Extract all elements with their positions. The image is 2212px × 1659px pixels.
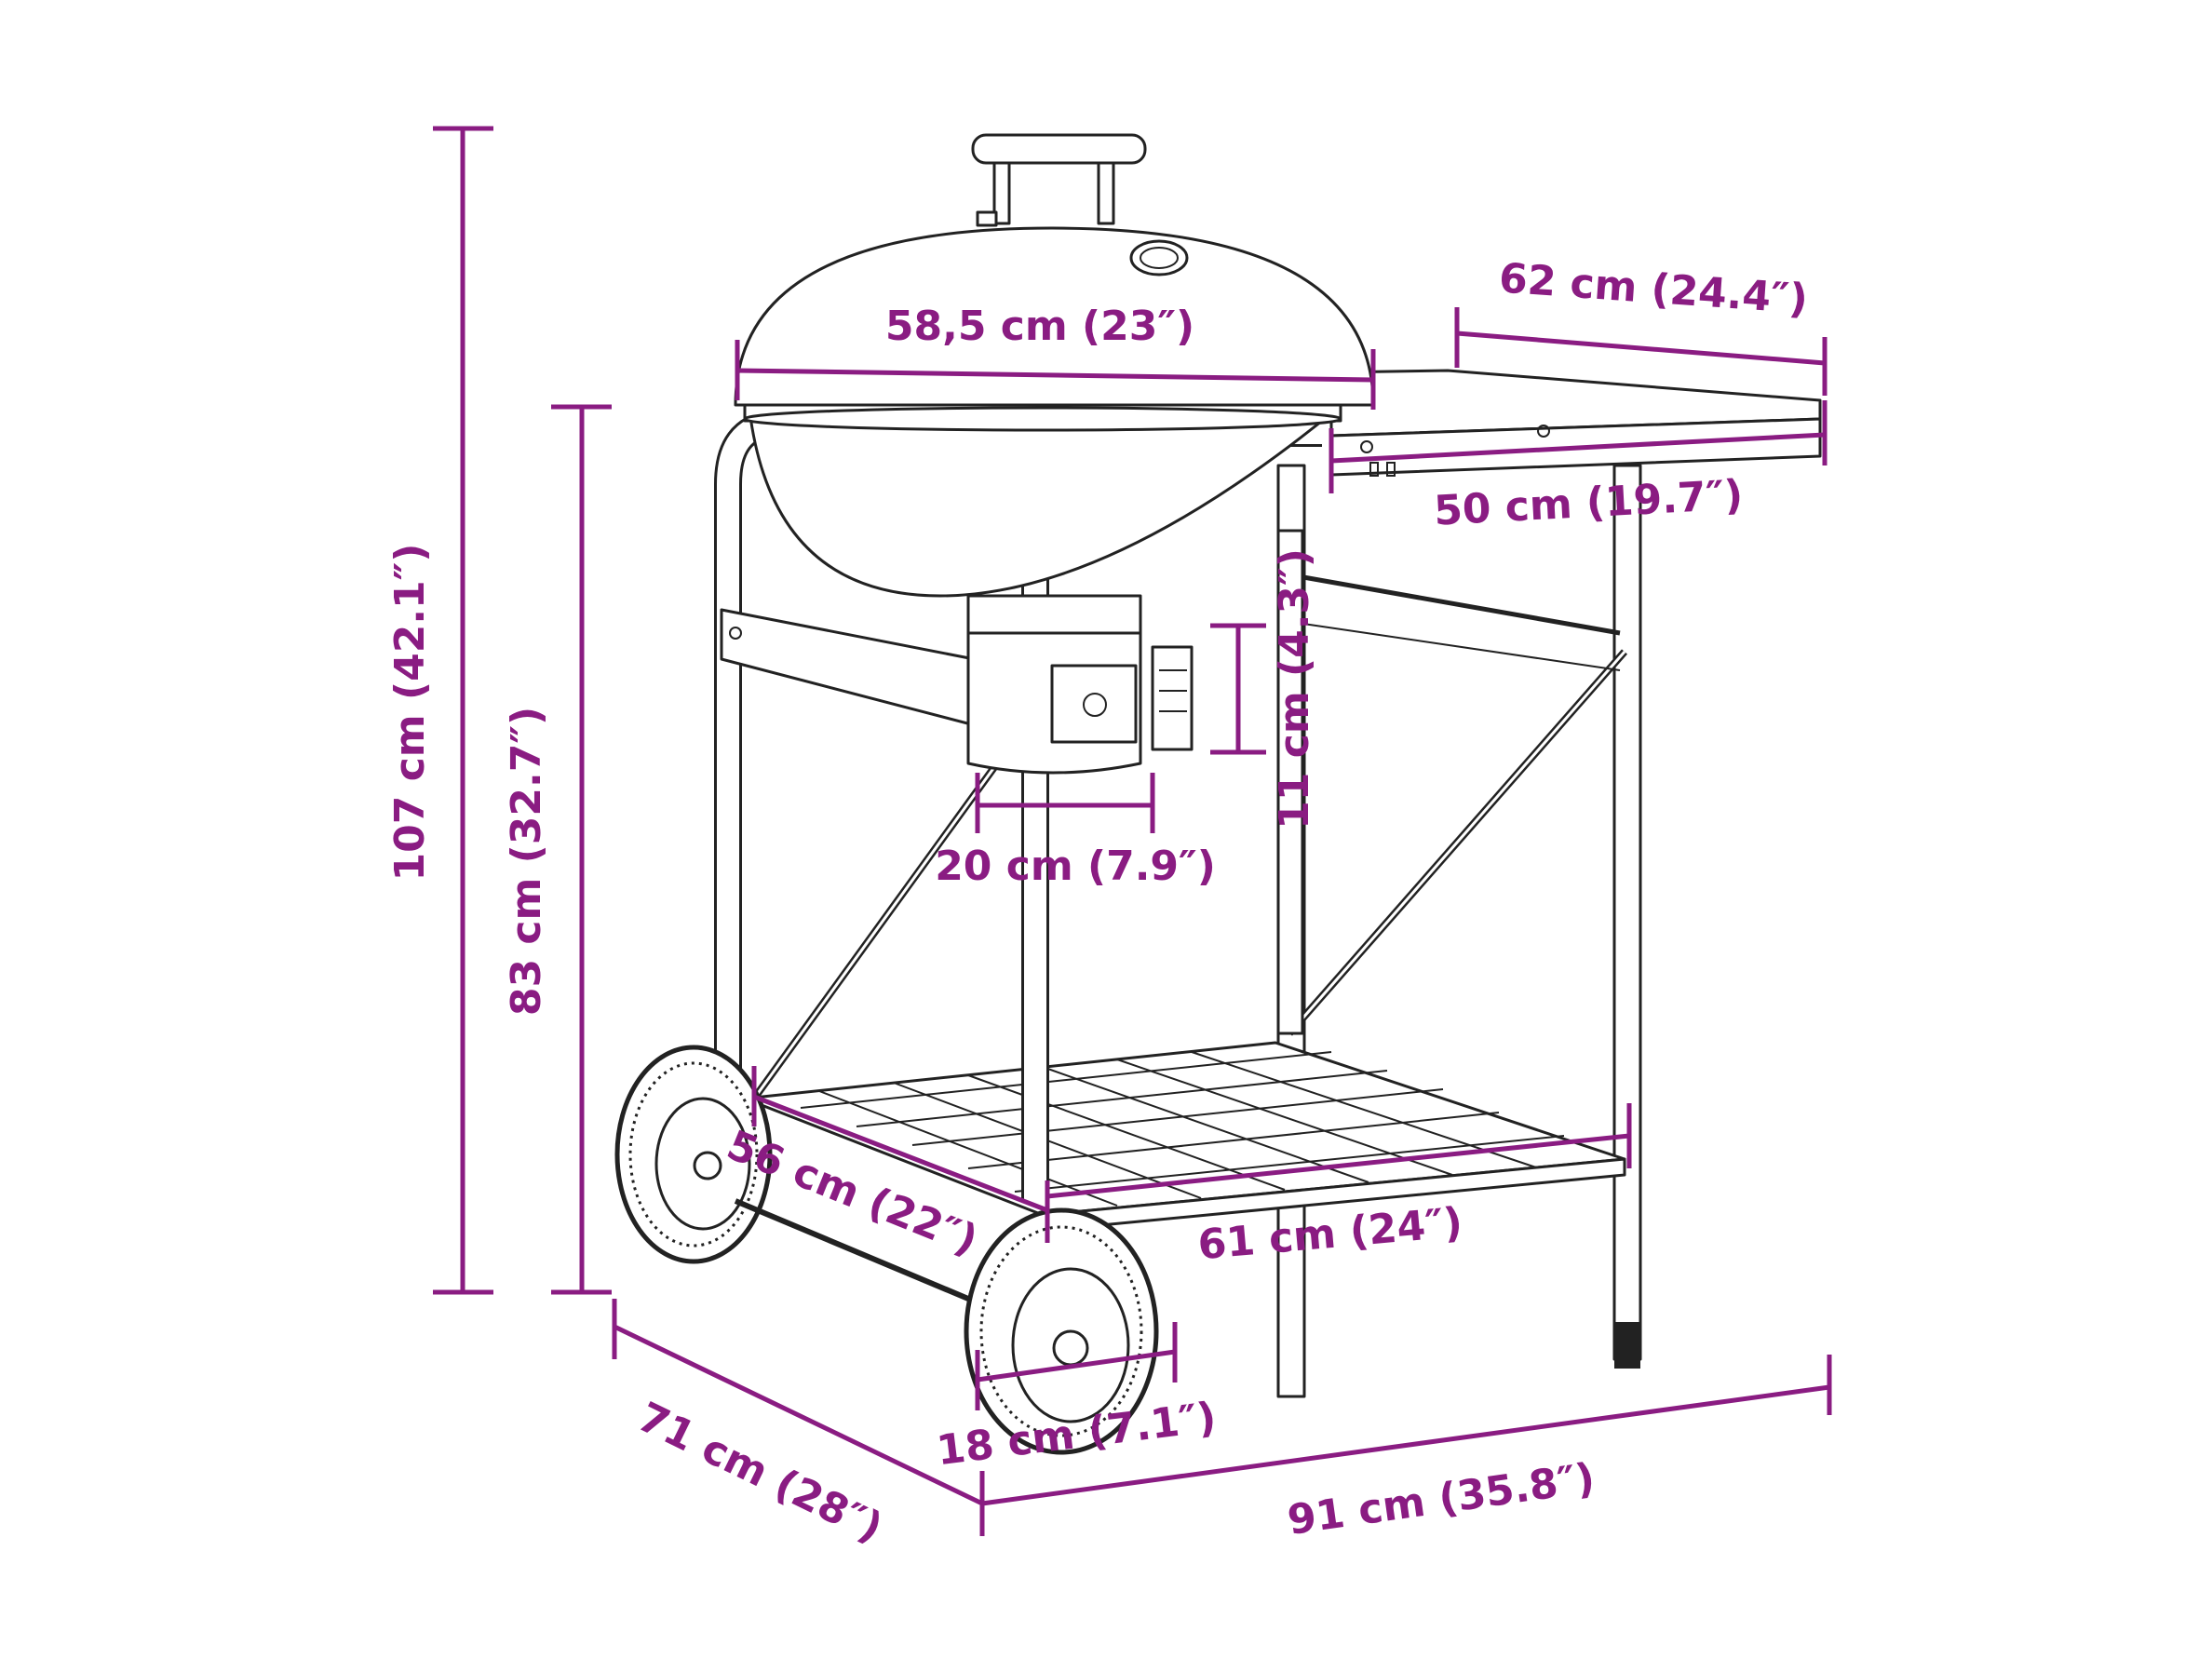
label-total-width: 91 cm (35.8″) <box>1285 1454 1598 1544</box>
label-ash-pan-width: 20 cm (7.9″) <box>935 843 1216 890</box>
label-vent-height: 11 cm (4.3″) <box>1271 548 1318 830</box>
label-total-depth: 71 cm (28″) <box>630 1394 889 1553</box>
grill-lid <box>734 133 1375 407</box>
label-side-table-depth: 62 cm (24.4″) <box>1498 255 1810 324</box>
bottom-shelf <box>743 1041 1626 1233</box>
grill-bowl <box>743 398 1342 598</box>
dimension-lines <box>433 126 1832 1536</box>
side-table <box>1329 369 1822 477</box>
label-side-table-width: 50 cm (19.7″) <box>1433 471 1744 534</box>
ash-catcher <box>966 594 1194 775</box>
wheel-left <box>614 1045 773 1264</box>
wheel-right <box>964 1207 1159 1455</box>
label-total-height: 107 cm (42.1″) <box>386 544 434 882</box>
label-table-height: 83 cm (32.7″) <box>503 707 550 1016</box>
label-lid-diameter: 58,5 cm (23″) <box>885 303 1194 350</box>
